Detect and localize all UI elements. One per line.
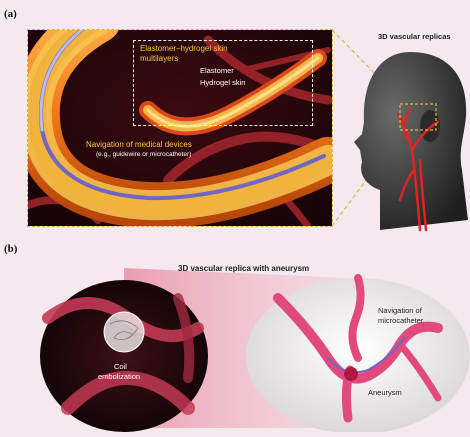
coil-label-line1: Coil <box>114 362 127 371</box>
aneurysm-replica-panel: 3D vascular replica with aneurysm Coil e… <box>28 258 470 432</box>
coil-label-line2: embolization <box>98 372 140 381</box>
aneurysm-label: Aneurysm <box>368 388 402 397</box>
nav-microcatheter-line1: Navigation of <box>378 306 422 315</box>
panel-b-title: 3D vascular replica with aneurysm <box>178 264 309 273</box>
head-replica-area: 3D vascular replicas <box>350 30 470 240</box>
nav-microcatheter-line2: microcatheter <box>378 316 423 325</box>
head-illustration <box>350 30 470 240</box>
aneurysm-illustration <box>28 258 470 432</box>
panel-b-label: (b) <box>4 243 17 255</box>
